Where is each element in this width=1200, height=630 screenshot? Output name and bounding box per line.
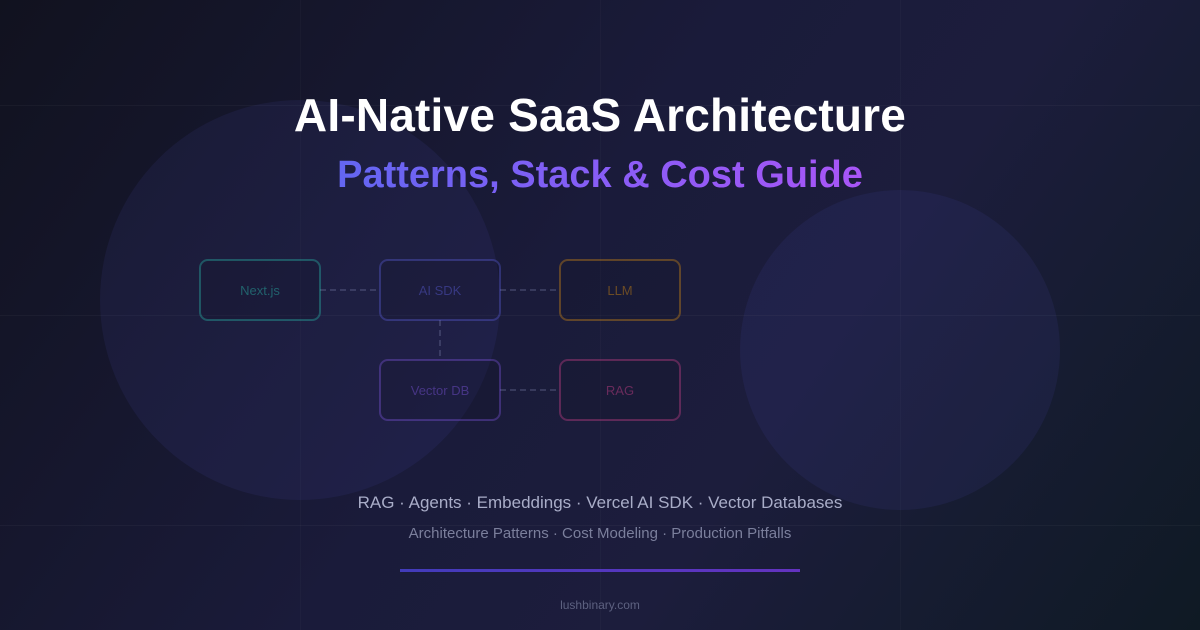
decorative-circle	[740, 190, 1060, 510]
node-box	[379, 359, 501, 421]
node-label: AI SDK	[419, 283, 462, 298]
topic-tags: RAG · Agents · Embeddings · Vercel AI SD…	[357, 493, 843, 512]
decorative-circle	[100, 100, 500, 500]
node-llm: LLM	[559, 259, 681, 321]
node-rag: RAG	[559, 359, 681, 421]
node-label: Vector DB	[411, 383, 470, 398]
node-box	[559, 259, 681, 321]
node-label: LLM	[607, 283, 632, 298]
node-label: RAG	[606, 383, 634, 398]
site-footer: lushbinary.com	[560, 598, 640, 612]
node-label: Next.js	[240, 283, 280, 298]
node-box	[379, 259, 501, 321]
page-title: AI-Native SaaS Architecture	[293, 89, 907, 141]
accent-divider	[400, 569, 800, 572]
diagram-edges	[320, 289, 560, 391]
node-nextjs: Next.js	[199, 259, 321, 321]
node-vector-db: Vector DB	[379, 359, 501, 421]
diagram-nodes: Next.js AI SDK LLM Vector DB RAG	[199, 259, 681, 421]
node-box	[199, 259, 321, 321]
page-subtitle: Patterns, Stack & Cost Guide	[0, 154, 1200, 197]
subtitle-text: Patterns, Stack & Cost Guide	[337, 154, 863, 196]
node-box	[559, 359, 681, 421]
node-ai-sdk: AI SDK	[379, 259, 501, 321]
topic-tags-secondary: Architecture Patterns · Cost Modeling · …	[408, 525, 792, 542]
